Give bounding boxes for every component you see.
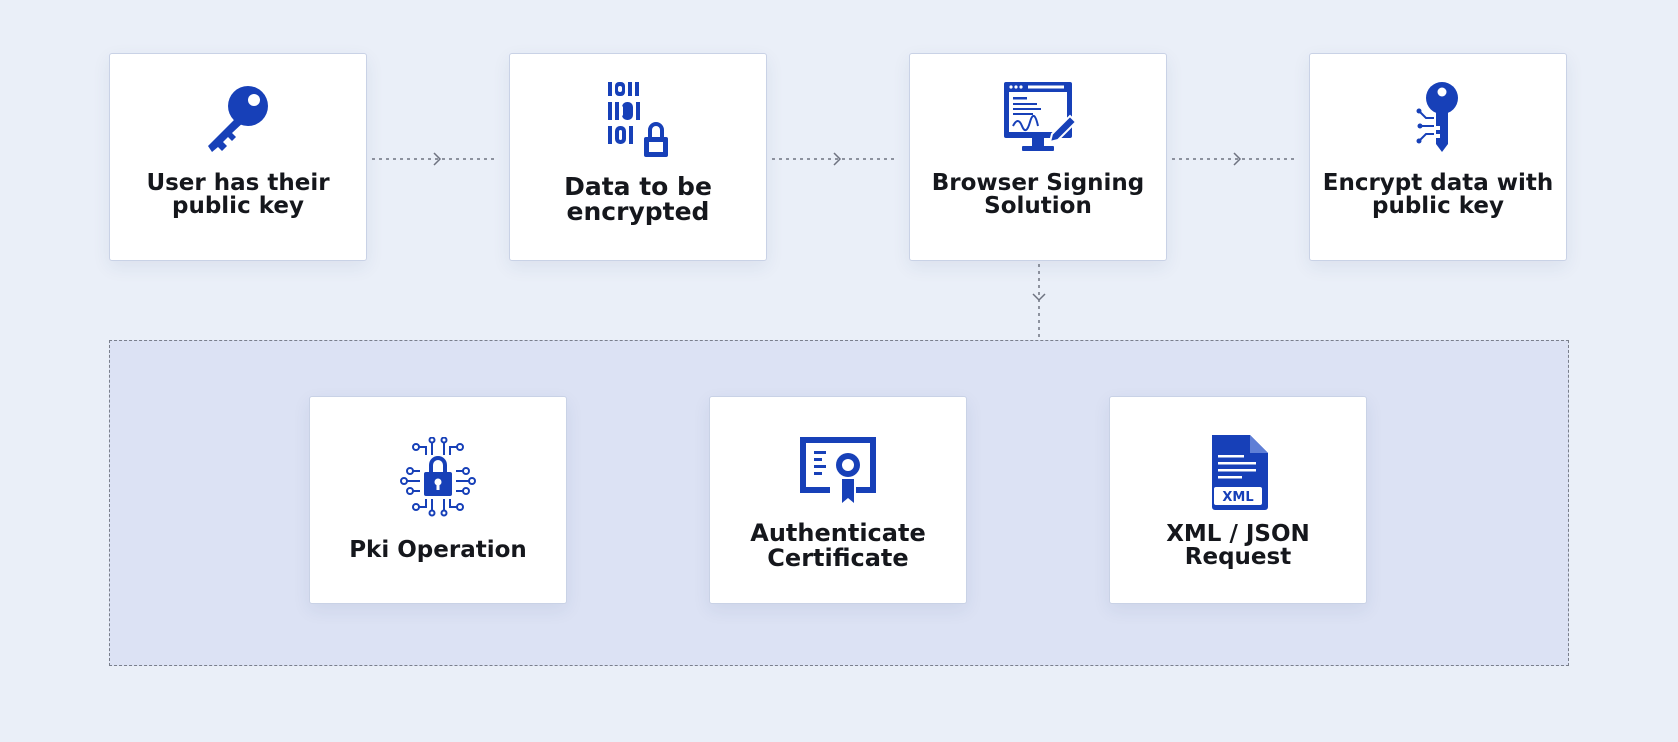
group-card-authenticate-certificate: Authenticate Certificate bbox=[709, 396, 967, 604]
step-label: Data to be encrypted bbox=[564, 172, 712, 226]
group-card-pki-operation: Pki Operation bbox=[309, 396, 567, 604]
step-label: User has their public key bbox=[146, 170, 330, 219]
step-label: Browser Signing Solution bbox=[931, 170, 1145, 219]
circuit-key-icon bbox=[1416, 82, 1458, 152]
xml-file-icon: XML bbox=[1212, 435, 1268, 510]
binary-lock-icon bbox=[608, 82, 668, 157]
certificate-icon bbox=[800, 437, 876, 503]
step-card-browser-signing: Browser Signing Solution bbox=[909, 53, 1167, 261]
step-card-public-key: User has their public key bbox=[109, 53, 367, 261]
monitor-signing-icon bbox=[1004, 82, 1078, 151]
group-label: Authenticate Certificate bbox=[750, 519, 926, 572]
circuit-lock-icon bbox=[400, 437, 476, 517]
arrow-connector bbox=[372, 152, 498, 166]
step-label: Encrypt data with public key bbox=[1322, 170, 1554, 219]
step-card-data-to-encrypt: Data to be encrypted bbox=[509, 53, 767, 261]
step-card-encrypt-data: Encrypt data with public key bbox=[1309, 53, 1567, 261]
arrow-connector bbox=[772, 152, 898, 166]
arrow-connector bbox=[1172, 152, 1298, 166]
arrow-connector-down bbox=[1032, 264, 1046, 340]
group-card-xml-json-request: XML XML / JSON Request bbox=[1109, 396, 1367, 604]
group-label: Pki Operation bbox=[349, 537, 527, 563]
xml-badge-text: XML bbox=[1222, 490, 1253, 505]
key-icon bbox=[208, 86, 268, 152]
group-label: XML / JSON Request bbox=[1166, 521, 1310, 570]
